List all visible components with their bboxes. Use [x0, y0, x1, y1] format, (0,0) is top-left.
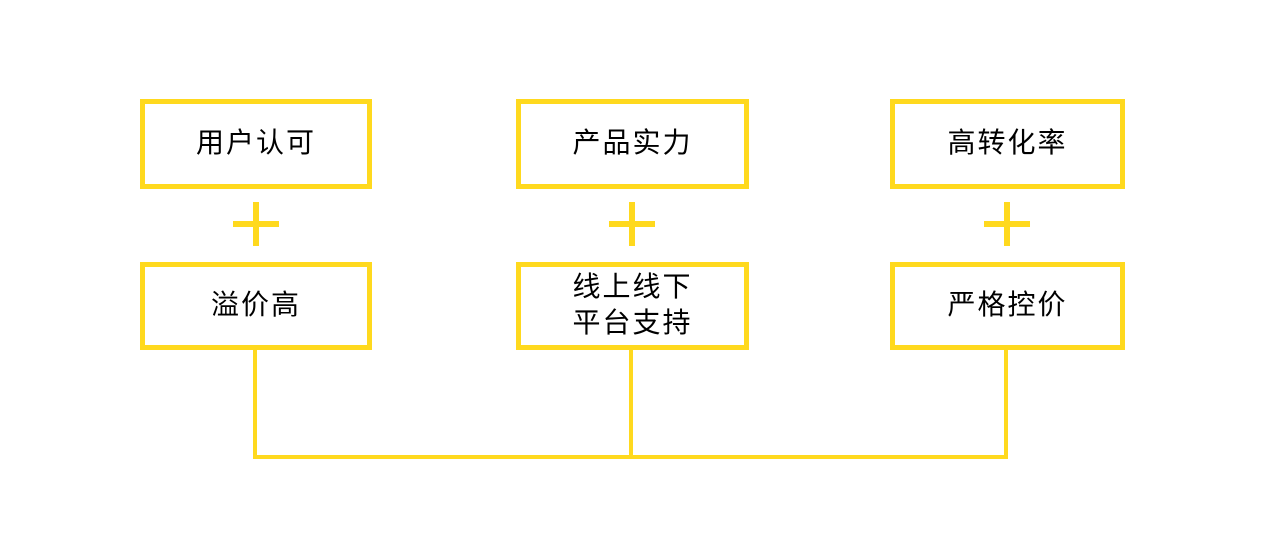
- plus-vertical-bar: [629, 202, 635, 246]
- bottom-box-high-premium: 溢价高: [140, 262, 372, 350]
- top-box-high-conversion: 高转化率: [890, 99, 1125, 189]
- bottom-box-label: 严格控价: [947, 290, 1068, 321]
- connector-vertical-middle: [629, 350, 633, 459]
- plus-vertical-bar: [253, 202, 259, 246]
- top-box-label: 用户认可: [195, 128, 316, 159]
- bottom-box-label: 溢价高: [210, 290, 301, 321]
- top-box-label: 高转化率: [947, 128, 1068, 159]
- connector-vertical-right: [1004, 350, 1008, 459]
- top-box-user-recognition: 用户认可: [140, 99, 372, 189]
- bottom-box-label: 线上线下 平台支持: [572, 272, 693, 339]
- top-box-product-strength: 产品实力: [516, 99, 749, 189]
- plus-icon: [609, 202, 655, 246]
- connector-horizontal: [253, 455, 1008, 459]
- plus-vertical-bar: [1004, 202, 1010, 246]
- plus-icon: [233, 202, 279, 246]
- plus-icon: [984, 202, 1030, 246]
- bottom-box-platform-support: 线上线下 平台支持: [516, 262, 749, 350]
- top-box-label: 产品实力: [572, 128, 693, 159]
- bottom-box-strict-price-control: 严格控价: [890, 262, 1125, 350]
- connector-vertical-left: [253, 350, 257, 459]
